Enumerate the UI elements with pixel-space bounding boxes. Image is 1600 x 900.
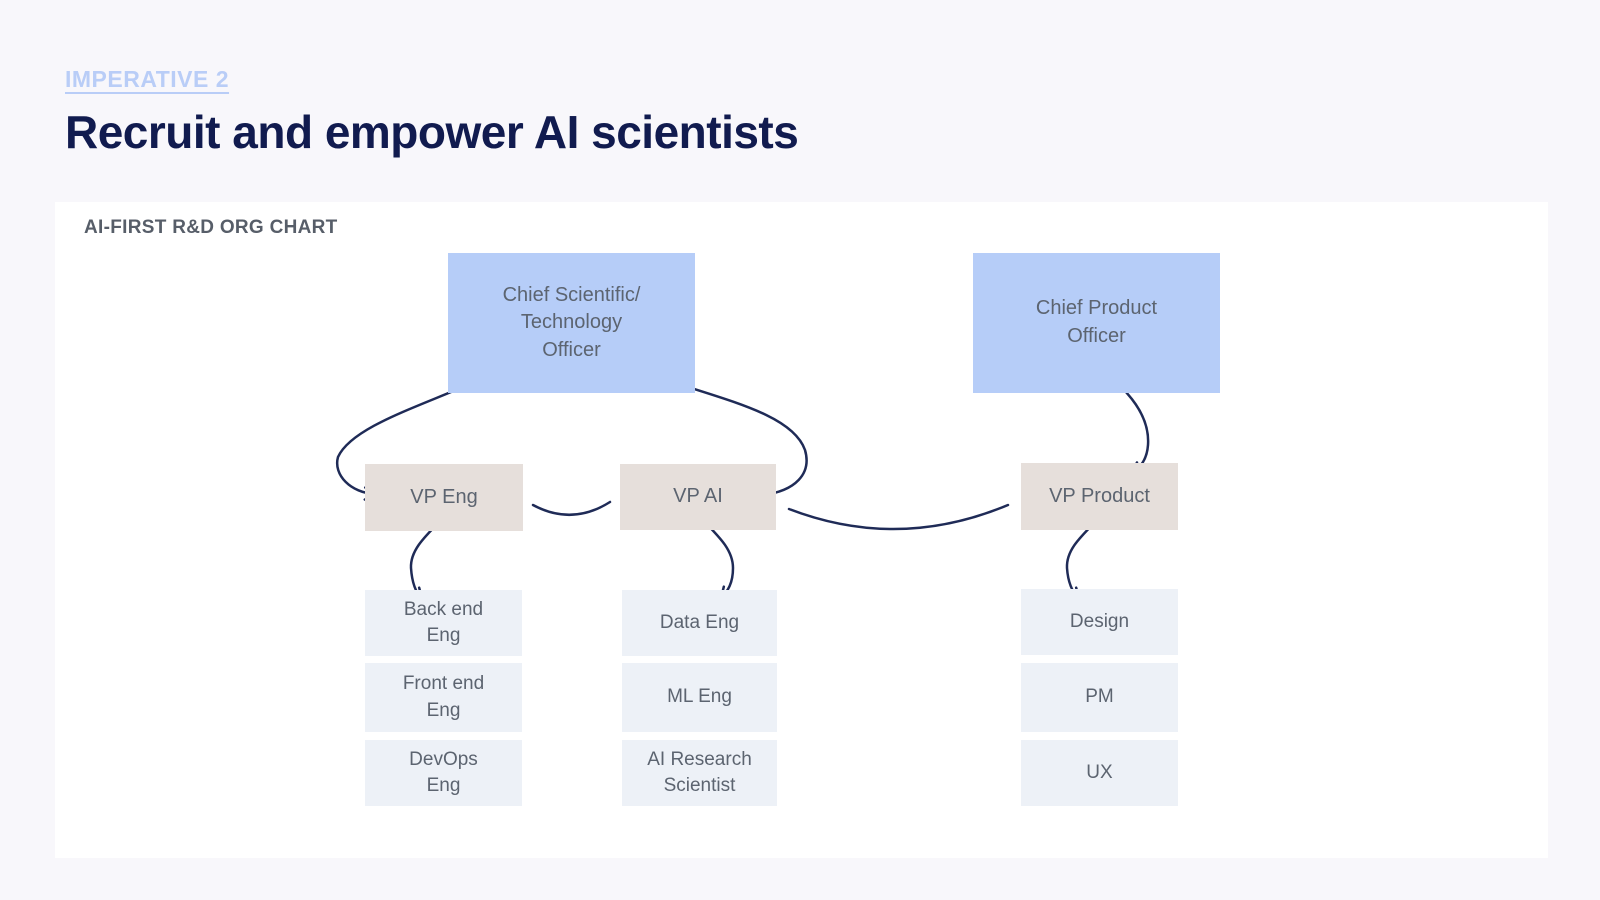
org-node-chief-product-officer: Chief Product Officer [973, 253, 1220, 393]
org-chart-connectors [335, 361, 1150, 601]
org-chart-card: AI-FIRST R&D ORG CHART Chief Scientific/… [55, 202, 1548, 858]
org-node-data-eng: Data Eng [622, 590, 777, 656]
connector-vp-eng-vp-ai [531, 500, 612, 516]
org-node-design: Design [1021, 589, 1178, 655]
page-title: Recruit and empower AI scientists [65, 106, 799, 158]
slide-header: IMPERATIVE 2 Recruit and empower AI scie… [65, 66, 799, 159]
org-chart-label: AI-FIRST R&D ORG CHART [84, 217, 338, 238]
org-node-pm: PM [1021, 663, 1178, 732]
org-node-vp-eng: VP Eng [365, 464, 523, 531]
org-node-devops-eng: DevOps Eng [365, 740, 522, 806]
connector-vp-ai-vp-product [787, 503, 1010, 531]
org-node-vp-ai: VP AI [620, 464, 776, 530]
org-node-vp-product: VP Product [1021, 463, 1178, 530]
org-node-ux: UX [1021, 740, 1178, 806]
org-node-ml-eng: ML Eng [622, 663, 777, 732]
imperative-eyebrow-link[interactable]: IMPERATIVE 2 [65, 66, 230, 92]
org-node-ai-research-scientist: AI Research Scientist [622, 740, 777, 806]
org-node-frontend-eng: Front end Eng [365, 663, 522, 732]
org-node-backend-eng: Back end Eng [365, 590, 522, 656]
org-node-chief-scientific-technology-officer: Chief Scientific/ Technology Officer [448, 253, 695, 393]
